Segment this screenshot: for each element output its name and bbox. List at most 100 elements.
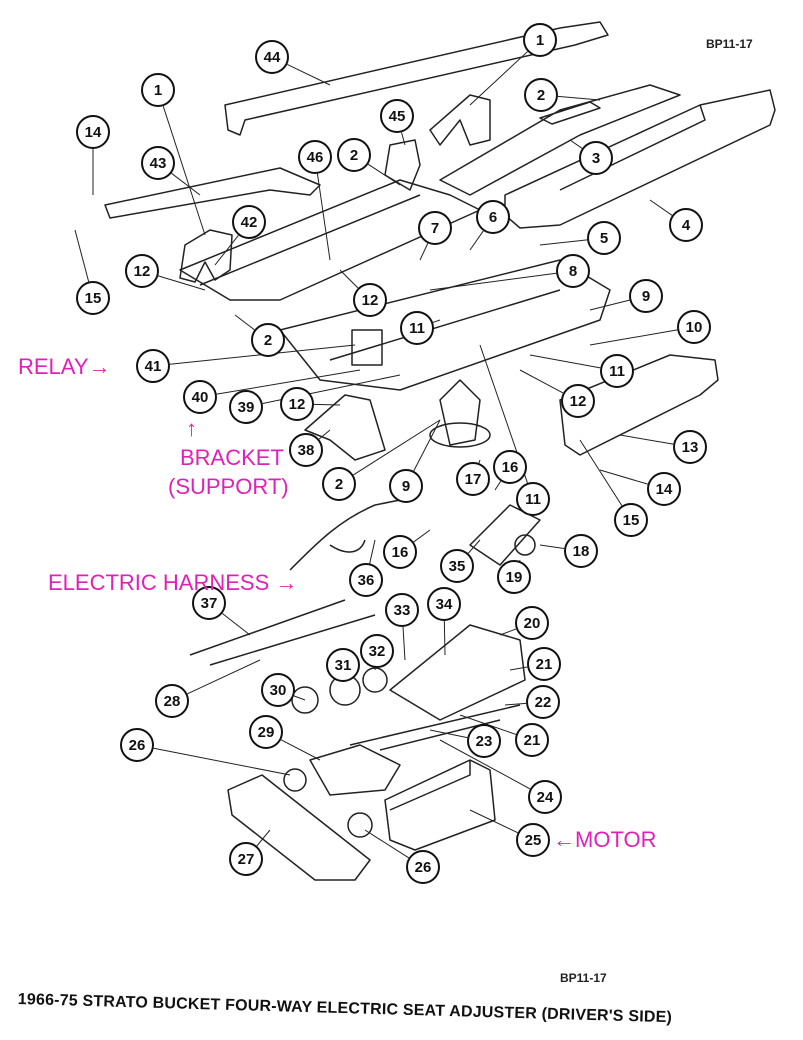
callout-number: 31	[335, 657, 352, 674]
callout-6: 6	[476, 200, 510, 234]
callout-number: 26	[129, 737, 146, 754]
callout-circle	[579, 141, 613, 175]
leader-line	[569, 139, 583, 149]
callout-30: 30	[261, 673, 295, 707]
callout-46: 46	[298, 140, 332, 174]
callout-circle	[528, 780, 562, 814]
callout-circle	[229, 390, 263, 424]
callout-number: 19	[506, 569, 523, 586]
callout-21: 21	[515, 723, 549, 757]
callout-circle	[476, 200, 510, 234]
callout-circle	[440, 549, 474, 583]
callout-circle	[192, 586, 226, 620]
callout-number: 38	[298, 442, 315, 459]
callout-number: 41	[145, 358, 162, 375]
figure-code-bottom: BP11-17	[560, 971, 607, 985]
leader-line	[367, 163, 401, 186]
support-annotation: (SUPPORT)	[168, 474, 289, 499]
callout-number: 40	[192, 389, 209, 406]
part-38-bracket	[304, 394, 386, 461]
part-36-harness	[289, 499, 401, 571]
center-pivot	[439, 379, 481, 446]
leader-line	[339, 269, 359, 289]
callout-22: 22	[526, 685, 560, 719]
callout-circle	[261, 673, 295, 707]
callout-13: 13	[673, 430, 707, 464]
leader-line	[519, 369, 564, 394]
part-45-bracket	[384, 139, 421, 191]
leader-line	[216, 369, 361, 395]
part-43-rail	[104, 167, 321, 219]
callout-number: 21	[524, 732, 541, 749]
callout-circle	[120, 728, 154, 762]
leader-line	[539, 544, 565, 550]
callout-2: 2	[251, 323, 285, 357]
callout-circle	[673, 430, 707, 464]
callout-16: 16	[383, 535, 417, 569]
callout-10: 10	[677, 310, 711, 344]
callout-number: 11	[409, 320, 425, 337]
callout-circle	[76, 115, 110, 149]
leader-line	[402, 626, 406, 661]
callout-number: 1	[154, 82, 162, 99]
callout-circle	[326, 648, 360, 682]
leader-line	[589, 329, 678, 346]
callout-number: 20	[524, 615, 541, 632]
callout-number: 22	[535, 694, 552, 711]
callout-number: 2	[350, 147, 358, 164]
callout-45: 45	[380, 99, 414, 133]
callout-number: 18	[573, 543, 590, 560]
part-13-trim	[559, 354, 719, 456]
part-drawings	[104, 21, 776, 881]
callout-16: 16	[493, 450, 527, 484]
leader-line	[649, 199, 673, 216]
callout-circle	[427, 587, 461, 621]
callout-circle	[456, 462, 490, 496]
callout-circle	[251, 323, 285, 357]
part-26-grommet	[283, 768, 307, 792]
leader-line	[413, 529, 431, 543]
callout-number: 44	[264, 49, 281, 66]
callout-number: 3	[592, 150, 600, 167]
callout-circle	[629, 279, 663, 313]
callout-31: 31	[326, 648, 360, 682]
callout-35: 35	[440, 549, 474, 583]
callout-1: 1	[523, 23, 557, 57]
callout-circle	[383, 535, 417, 569]
callout-42: 42	[232, 205, 266, 239]
callout-circle	[229, 842, 263, 876]
lower-frame	[279, 259, 611, 391]
leader-line	[280, 739, 321, 761]
callout-15: 15	[76, 281, 110, 315]
callout-number: 14	[85, 124, 102, 141]
leader-line	[171, 172, 201, 196]
transmission-housing	[389, 624, 526, 721]
part-3-track	[439, 84, 681, 196]
callout-7: 7	[418, 211, 452, 245]
callout-circle	[677, 310, 711, 344]
callout-11: 11	[516, 482, 550, 516]
part-29-gearbox	[309, 744, 401, 796]
callout-11: 11	[400, 311, 434, 345]
callout-26: 26	[406, 850, 440, 884]
callout-circle	[141, 73, 175, 107]
callout-number: 5	[600, 230, 608, 247]
callout-circle	[385, 593, 419, 627]
callout-15: 15	[614, 503, 648, 537]
callout-17: 17	[456, 462, 490, 496]
part-37-cable	[189, 599, 346, 656]
leader-line	[469, 230, 484, 251]
callout-number: 2	[264, 332, 272, 349]
callout-number: 4	[682, 217, 691, 234]
leader-line	[214, 235, 239, 266]
callout-number: 14	[656, 481, 673, 498]
callout-circle	[380, 99, 414, 133]
callout-number: 9	[642, 288, 650, 305]
part-18-knob	[514, 534, 536, 556]
leader-line	[187, 659, 261, 695]
leader-line	[256, 829, 271, 847]
callout-circle	[467, 724, 501, 758]
callout-32: 32	[360, 634, 394, 668]
leader-line	[499, 628, 517, 636]
callout-circle	[337, 138, 371, 172]
